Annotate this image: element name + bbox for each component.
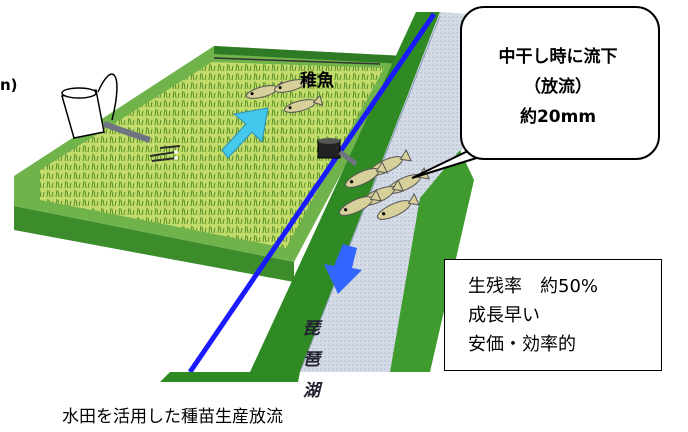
callout-line-1: 中干し時に流下: [498, 47, 618, 67]
survival-rate: 生残率 約50%: [468, 276, 599, 297]
caption: 水田を活用した種苗生産放流: [62, 407, 283, 427]
info-box-text: 生残率 約50% 成長早い 安価・効率的: [468, 272, 598, 359]
lake-label: 琵 琶 湖: [303, 314, 320, 407]
cyan-arrow: [221, 107, 269, 159]
fast-growth: 成長早い: [468, 305, 540, 326]
fish-group-paddy: [245, 74, 324, 113]
fry-label: 稚魚: [300, 71, 334, 91]
cheap-efficient: 安価・効率的: [468, 334, 576, 355]
blue-arrow: [324, 244, 362, 294]
callout-bubble: [460, 6, 660, 160]
cut-off-label: n): [0, 76, 18, 94]
info-box: [444, 259, 662, 371]
lake-char-2: 琶: [303, 350, 320, 370]
cup-icon: [317, 138, 358, 166]
callout-line-3: 約20mm: [519, 107, 597, 127]
fish-group-canal: [338, 148, 431, 220]
lake-char-3: 湖: [303, 381, 320, 401]
canal-line: [187, 12, 437, 374]
callout-text: 中干し時に流下 （放流） 約20mm: [460, 42, 656, 132]
callout-line-2: （放流）: [524, 77, 592, 97]
bucket-icon: [61, 73, 151, 143]
lake-char-1: 琵: [303, 319, 320, 339]
small-fry: [149, 145, 181, 162]
